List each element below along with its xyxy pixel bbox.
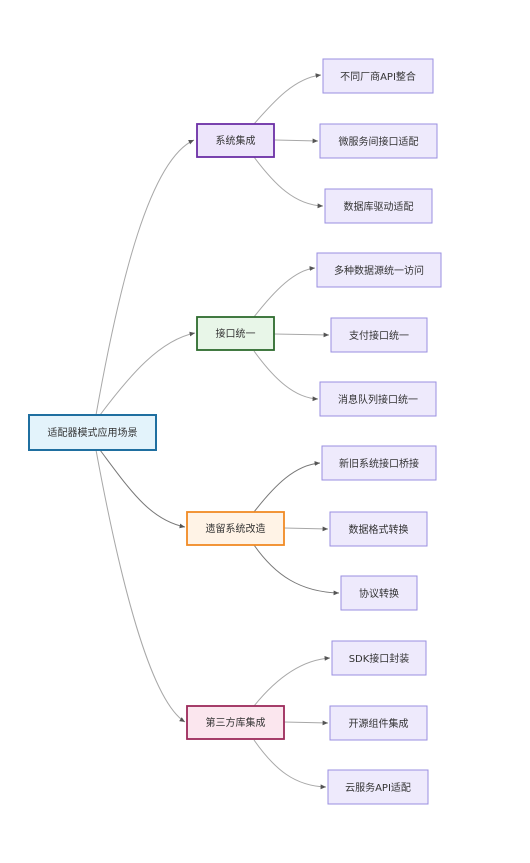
leaf-label: 不同厂商API整合 xyxy=(340,70,416,83)
root-node[interactable]: 适配器模式应用场景 xyxy=(28,414,157,451)
branch-node-4[interactable]: 第三方库集成 xyxy=(186,705,285,740)
leaf-node[interactable]: SDK接口封装 xyxy=(331,640,427,676)
leaf-label: 协议转换 xyxy=(359,587,399,600)
edge-root-branch-4 xyxy=(95,449,186,723)
leaf-node[interactable]: 数据库驱动适配 xyxy=(324,188,433,224)
leaf-node[interactable]: 支付接口统一 xyxy=(330,317,428,353)
edge-b2-leaf-1 xyxy=(253,266,316,318)
leaf-node[interactable]: 协议转换 xyxy=(340,575,418,611)
leaf-node[interactable]: 云服务API适配 xyxy=(327,769,429,805)
leaf-node[interactable]: 开源组件集成 xyxy=(329,705,428,741)
leaf-node[interactable]: 数据格式转换 xyxy=(329,511,428,547)
leaf-node[interactable]: 微服务间接口适配 xyxy=(319,123,438,159)
edges-layer xyxy=(95,73,340,790)
leaf-label: 新旧系统接口桥接 xyxy=(339,457,419,470)
leaf-label: 数据库驱动适配 xyxy=(344,200,414,213)
branch-node-3[interactable]: 遗留系统改造 xyxy=(186,511,285,546)
leaf-label: 云服务API适配 xyxy=(345,781,411,794)
edge-root-branch-3 xyxy=(99,449,186,529)
edge-b4-leaf-2 xyxy=(283,720,329,726)
branch-label-1: 系统集成 xyxy=(216,134,256,147)
leaf-node[interactable]: 消息队列接口统一 xyxy=(319,381,437,417)
leaf-label: 消息队列接口统一 xyxy=(338,393,418,406)
root-label: 适配器模式应用场景 xyxy=(48,426,138,439)
branch-label-2: 接口统一 xyxy=(216,327,256,340)
leaf-label: 开源组件集成 xyxy=(349,717,409,730)
leaf-label: 支付接口统一 xyxy=(349,329,409,342)
edge-b4-leaf-3 xyxy=(253,739,327,790)
edge-b1-leaf-1 xyxy=(253,73,322,125)
branch-node-1[interactable]: 系统集成 xyxy=(196,123,275,158)
edge-root-branch-1 xyxy=(95,139,195,416)
edge-b1-leaf-3 xyxy=(253,156,324,209)
edge-root-branch-2 xyxy=(99,331,196,416)
edge-b4-leaf-1 xyxy=(253,655,331,707)
branch-node-2[interactable]: 接口统一 xyxy=(196,316,275,351)
leaf-label: 数据格式转换 xyxy=(349,523,409,536)
leaf-label: 微服务间接口适配 xyxy=(339,135,419,148)
branch-label-4: 第三方库集成 xyxy=(206,716,266,729)
edge-b2-leaf-3 xyxy=(253,350,319,402)
edge-b1-leaf-2 xyxy=(274,138,319,144)
leaf-label: SDK接口封装 xyxy=(349,652,410,665)
edge-b2-leaf-2 xyxy=(273,332,330,338)
leaf-node[interactable]: 不同厂商API整合 xyxy=(322,58,434,94)
branch-label-3: 遗留系统改造 xyxy=(206,522,266,535)
leaf-node[interactable]: 新旧系统接口桥接 xyxy=(321,445,437,481)
leaf-label: 多种数据源统一访问 xyxy=(334,264,424,277)
edge-b3-leaf-3 xyxy=(253,544,340,596)
edge-b3-leaf-1 xyxy=(253,461,321,513)
leaf-node[interactable]: 多种数据源统一访问 xyxy=(316,252,442,288)
edge-b3-leaf-2 xyxy=(283,526,329,532)
